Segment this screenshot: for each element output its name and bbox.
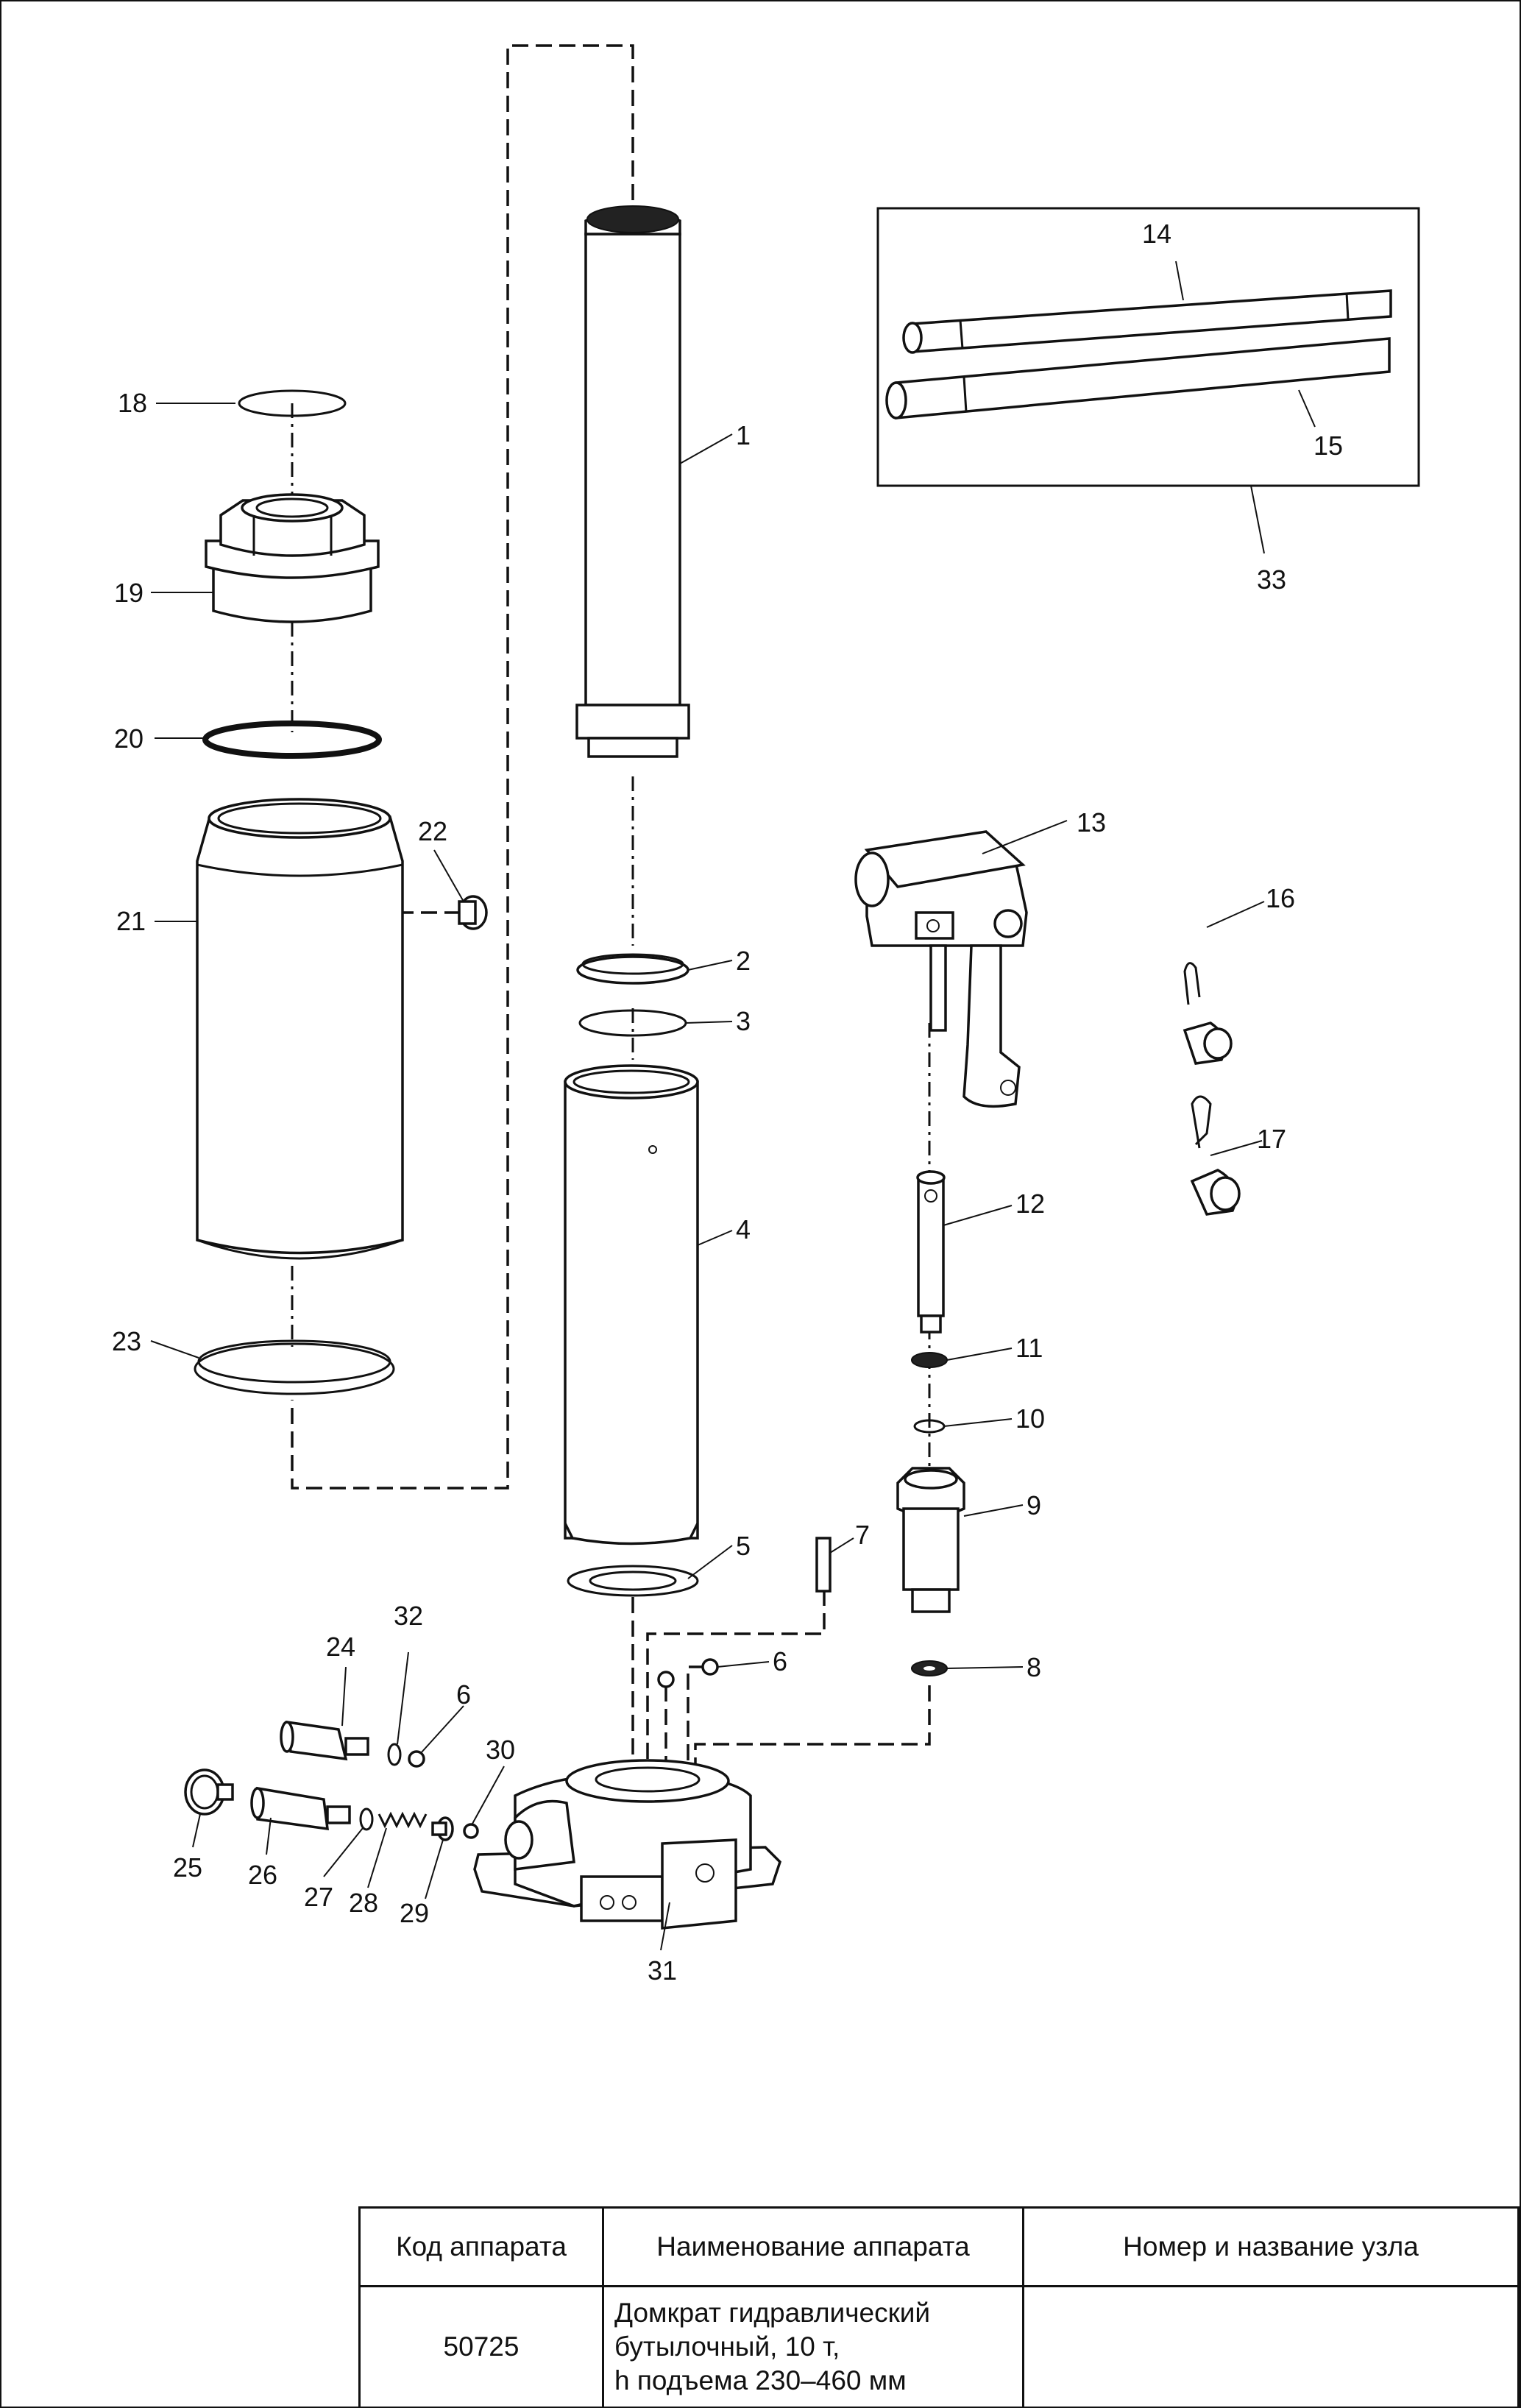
label-5: 5 (736, 1531, 751, 1561)
part-6-ball (701, 1658, 719, 1676)
header-device-name: Наименование аппарата (602, 2206, 1024, 2287)
label-17: 17 (1257, 1124, 1286, 1154)
part-7-pin (815, 1537, 832, 1593)
part-15-handle (885, 337, 1391, 419)
label-1: 1 (736, 420, 751, 450)
assembly-path-pump (694, 1685, 931, 1796)
label-31: 31 (648, 1955, 677, 1986)
part-26-valve-stem (250, 1786, 351, 1831)
part-33-handle-box (876, 207, 1420, 487)
label-26: 26 (248, 1860, 277, 1890)
device-code: 50725 (358, 2285, 604, 2408)
part-28-spring (377, 1811, 428, 1829)
part-number-labels: 1 2 3 4 5 6 6 7 8 9 10 11 12 13 14 15 16… (112, 219, 1343, 1986)
device-name-line-2: бутылочный, 10 т, (614, 2331, 840, 2362)
label-25: 25 (173, 1852, 202, 1883)
label-2: 2 (736, 946, 751, 976)
label-14: 14 (1142, 219, 1171, 249)
header-device-code: Код аппарата (358, 2206, 604, 2287)
part-21-reservoir (196, 798, 404, 1260)
assembly-path-ball-2 (687, 1665, 705, 1781)
label-12: 12 (1015, 1189, 1045, 1219)
label-29: 29 (400, 1898, 429, 1928)
label-30: 30 (486, 1735, 515, 1765)
label-16: 16 (1266, 883, 1295, 913)
part-22-plug (458, 895, 488, 930)
label-9: 9 (1027, 1490, 1041, 1520)
header-unit: Номер и название узла (1022, 2206, 1520, 2287)
label-20: 20 (114, 723, 143, 754)
label-11: 11 (1015, 1333, 1043, 1363)
part-1-ram (575, 205, 690, 758)
label-7: 7 (855, 1520, 870, 1550)
part-11-seal (911, 1352, 948, 1368)
part-24-valve (280, 1720, 369, 1761)
leader-lines (150, 261, 1316, 1951)
part-8-washer (911, 1660, 948, 1676)
title-block-value-row: 50725 Домкрат гидравлический бутылочный,… (358, 2285, 1520, 2408)
part-19-top-nut (205, 493, 380, 623)
title-block: Код аппарата Наименование аппарата Номер… (358, 2206, 1520, 2408)
part-29-valve-seat (431, 1816, 454, 1841)
part-13-handle-socket (854, 830, 1028, 1108)
device-name-line-1: Домкрат гидравлический (614, 2298, 931, 2328)
label-27: 27 (304, 1882, 333, 1912)
label-24: 24 (326, 1632, 355, 1662)
label-33: 33 (1257, 564, 1286, 595)
unit-name (1022, 2285, 1520, 2408)
label-21: 21 (116, 906, 146, 936)
part-27-ring (359, 1807, 374, 1831)
label-3: 3 (736, 1006, 751, 1036)
part-12-pump-piston (916, 1170, 946, 1334)
label-32: 32 (394, 1601, 423, 1631)
device-name-line-3: h подъема 230–460 мм (614, 2365, 907, 2395)
label-6b: 6 (456, 1679, 471, 1710)
part-14-handle (902, 289, 1392, 354)
part-16-cotter-pin (1183, 962, 1233, 1065)
part-6-ball (657, 1671, 675, 1688)
part-31-base (473, 1759, 782, 1930)
label-18: 18 (118, 388, 147, 418)
part-18-ring (238, 389, 347, 417)
assembly-path-pin (646, 1590, 826, 1788)
part-17-cotter-pin (1190, 1095, 1241, 1216)
label-10: 10 (1015, 1403, 1045, 1434)
device-name: Домкрат гидравлический бутылочный, 10 т,… (602, 2285, 1024, 2408)
label-28: 28 (349, 1888, 378, 1918)
part-20-ring (202, 720, 382, 759)
part-30-ball (463, 1823, 479, 1839)
part-23-ring (194, 1339, 395, 1395)
label-19: 19 (114, 578, 143, 608)
part-2-seal (576, 953, 689, 985)
part-4-inner-cylinder (564, 1064, 699, 1545)
part-5-washer (567, 1565, 699, 1597)
part-25-knob (184, 1768, 234, 1816)
label-13: 13 (1077, 807, 1106, 838)
part-6-ball (408, 1750, 425, 1768)
label-23: 23 (112, 1326, 141, 1356)
label-6a: 6 (773, 1646, 787, 1676)
title-block-header-row: Код аппарата Наименование аппарата Номер… (358, 2206, 1520, 2287)
label-8: 8 (1027, 1652, 1041, 1682)
part-32-ring (387, 1743, 402, 1766)
assembly-path-left (291, 44, 634, 1490)
label-22: 22 (418, 816, 447, 846)
label-15: 15 (1313, 431, 1343, 461)
part-9-pump-body (896, 1467, 965, 1613)
label-4: 4 (736, 1214, 751, 1244)
